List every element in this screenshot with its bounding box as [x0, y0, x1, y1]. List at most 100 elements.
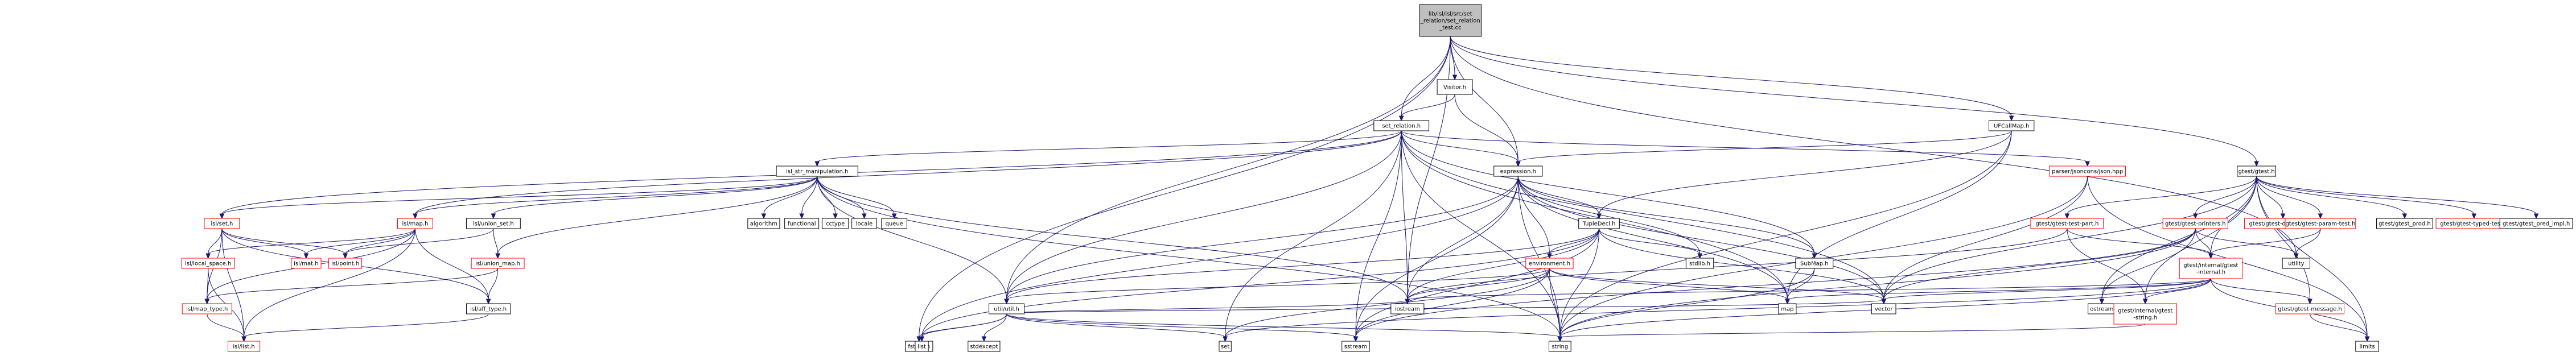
node-functional[interactable]: functional [784, 218, 820, 229]
node-box-locale [851, 218, 877, 229]
edge-util-to-stdexcept [984, 313, 1007, 338]
node-label-isl_aff_type: isl/aff_type.h [470, 307, 507, 313]
edge-root-to-fstream [919, 36, 1451, 338]
node-label-environment: environment.h [1529, 261, 1570, 267]
edge-root-to-set_relation [1401, 36, 1451, 117]
node-utility[interactable]: utility [2282, 258, 2311, 269]
node-tupledecl[interactable]: TupleDecl.h [1578, 218, 1620, 229]
edge-visitor-to-expression [1454, 94, 1519, 163]
edge-isl_str-to-isl_set [221, 176, 818, 215]
edge-environment-to-sstream [1355, 268, 1550, 338]
node-label-gtest_param: gtest/gtest-param-test.h [2285, 221, 2355, 227]
edge-arrowhead-isl_str-to-algorithm [761, 213, 767, 220]
node-ostream[interactable]: ostream [2088, 303, 2116, 314]
node-iostream[interactable]: iostream [1390, 303, 1425, 314]
node-label-set: set [1221, 344, 1229, 350]
node-label-gtest_string: -string.h [2133, 315, 2157, 321]
node-set_relation[interactable]: set_relation.h [1373, 120, 1430, 131]
node-isl_local_space[interactable]: isl/local_space.h [181, 258, 235, 269]
node-uifcallmap[interactable]: UFCallMap.h [1988, 120, 2035, 131]
node-isl_mat[interactable]: isl/mat.h [291, 258, 322, 269]
node-gtest_param[interactable]: gtest/gtest-param-test.h [2285, 218, 2356, 229]
edge-gtest_string-to-string [1559, 324, 2146, 338]
edge-uifcallmap-to-string [1559, 130, 2012, 338]
node-isl_union_set[interactable]: isl/union_set.h [466, 218, 521, 229]
edge-arrowhead-gtest_internal-to-gtest_message [2307, 299, 2312, 305]
node-label-string: string [1552, 344, 1568, 350]
node-gtest_message[interactable]: gtest/gtest-message.h [2275, 303, 2345, 314]
edge-set_relation-to-iostream [1401, 130, 1408, 300]
node-map[interactable]: map [1778, 303, 1797, 314]
node-root[interactable]: lib/isl/isl/src/set_relation/set_relatio… [1419, 4, 1482, 37]
edge-isl_union_set-to-isl_union_map [493, 228, 499, 255]
edge-isl_map-to-isl_local_space [208, 228, 415, 255]
node-expression[interactable]: expression.h [1493, 165, 1543, 177]
node-gtest_printers[interactable]: gtest/gtest-printers.h [2162, 218, 2228, 229]
edge-uifcallmap-to-map [1787, 130, 2012, 300]
edge-gtest-to-gtest_internal [2210, 176, 2257, 255]
node-label-vector: vector [1875, 307, 1894, 313]
node-limits[interactable]: limits [2355, 341, 2379, 352]
node-sstream[interactable]: sstream [1342, 341, 1370, 352]
node-box-gtest_message [2275, 303, 2345, 314]
node-gtest[interactable]: gtest/gtest.h [2237, 165, 2277, 177]
edge-arrowhead-util-to-iostream [1405, 299, 1410, 305]
node-cctype[interactable]: cctype [821, 218, 849, 229]
node-visitor[interactable]: Visitor.h [1437, 79, 1473, 95]
node-label-util: util/util.h [994, 307, 1019, 313]
node-isl_union_map[interactable]: isl/union_map.h [471, 258, 525, 269]
node-algorithm[interactable]: algorithm [747, 218, 780, 229]
edge-arrowhead-isl_str-to-isl_union_set [491, 213, 496, 220]
node-list[interactable]: list [915, 341, 929, 352]
node-gtest_string[interactable]: gtest/internal/gtest-string.h [2113, 303, 2177, 325]
node-stdlib[interactable]: stdlib.h [1685, 258, 1714, 269]
node-gtest_internal[interactable]: gtest/internal/gtest-internal.h [2179, 258, 2243, 279]
edge-set_relation-to-vector [1401, 130, 1884, 300]
node-gtest_pred[interactable]: gtest/gtest_pred_impl.h [2499, 218, 2573, 229]
edge-gtest_internal-to-vector [1883, 278, 2211, 300]
node-json[interactable]: parser/jsoncons/json.hpp [2049, 165, 2126, 177]
node-locale[interactable]: locale [851, 218, 877, 229]
node-environment[interactable]: environment.h [1525, 258, 1574, 269]
node-box-vector [1871, 303, 1896, 314]
edge-isl_str-to-isl_map [414, 176, 818, 215]
edge-isl_map-to-isl_point [345, 228, 415, 255]
edge-arrowhead-set_relation-to-isl_str [814, 161, 820, 167]
node-isl_aff_type[interactable]: isl/aff_type.h [466, 303, 511, 314]
edge-expression-to-list [921, 176, 1519, 338]
node-isl_str[interactable]: isl_str_manipulation.h [776, 165, 858, 177]
node-vector[interactable]: vector [1871, 303, 1896, 314]
node-label-gtest_internal: gtest/internal/gtest [2183, 263, 2238, 269]
node-label-isl_union_set: isl/union_set.h [473, 221, 514, 227]
node-box-isl_union_set [466, 218, 521, 229]
node-isl_map_type[interactable]: isl/map_type.h [182, 303, 232, 314]
edge-arrowhead-gtest-to-gtest_test_part [2064, 213, 2070, 220]
node-stdexcept[interactable]: stdexcept [968, 341, 1001, 352]
node-gtest_test_part[interactable]: gtest/gtest-test-part.h [2030, 218, 2104, 229]
edge-gtest_printers-to-ostream [2101, 228, 2196, 300]
node-box-isl_union_map [471, 258, 525, 269]
node-label-functional: functional [788, 221, 816, 227]
node-set[interactable]: set [1219, 341, 1232, 352]
edge-isl_map-to-isl_aff_type [414, 228, 489, 300]
edge-root-to-expression [1450, 36, 1519, 163]
node-isl_point[interactable]: isl/point.h [328, 258, 363, 269]
node-isl_list[interactable]: isl/list.h [228, 341, 261, 352]
node-util[interactable]: util/util.h [989, 303, 1024, 314]
edge-isl_map-to-isl_mat [306, 228, 415, 255]
node-label-sstream: sstream [1344, 344, 1367, 350]
node-label-root: _test.cc [1439, 25, 1461, 31]
node-queue[interactable]: queue [881, 218, 907, 229]
node-isl_map[interactable]: isl/map.h [397, 218, 433, 229]
node-submap[interactable]: SubMap.h [1795, 258, 1834, 269]
edge-root-to-uifcallmap [1450, 36, 2012, 117]
edge-arrowhead-isl_str-to-queue [891, 213, 897, 220]
edge-arrowhead-isl_str-to-cctype [833, 213, 838, 220]
edge-tupledecl-to-util [1006, 228, 1600, 300]
node-isl_set[interactable]: isl/set.h [204, 218, 240, 229]
edge-expression-to-map [1517, 176, 1788, 300]
node-box-stdlib [1685, 258, 1714, 269]
edge-isl_union_map-to-isl_aff_type [488, 268, 499, 300]
node-string[interactable]: string [1548, 341, 1571, 352]
node-gtest_prod[interactable]: gtest/gtest_prod.h [2376, 218, 2433, 229]
